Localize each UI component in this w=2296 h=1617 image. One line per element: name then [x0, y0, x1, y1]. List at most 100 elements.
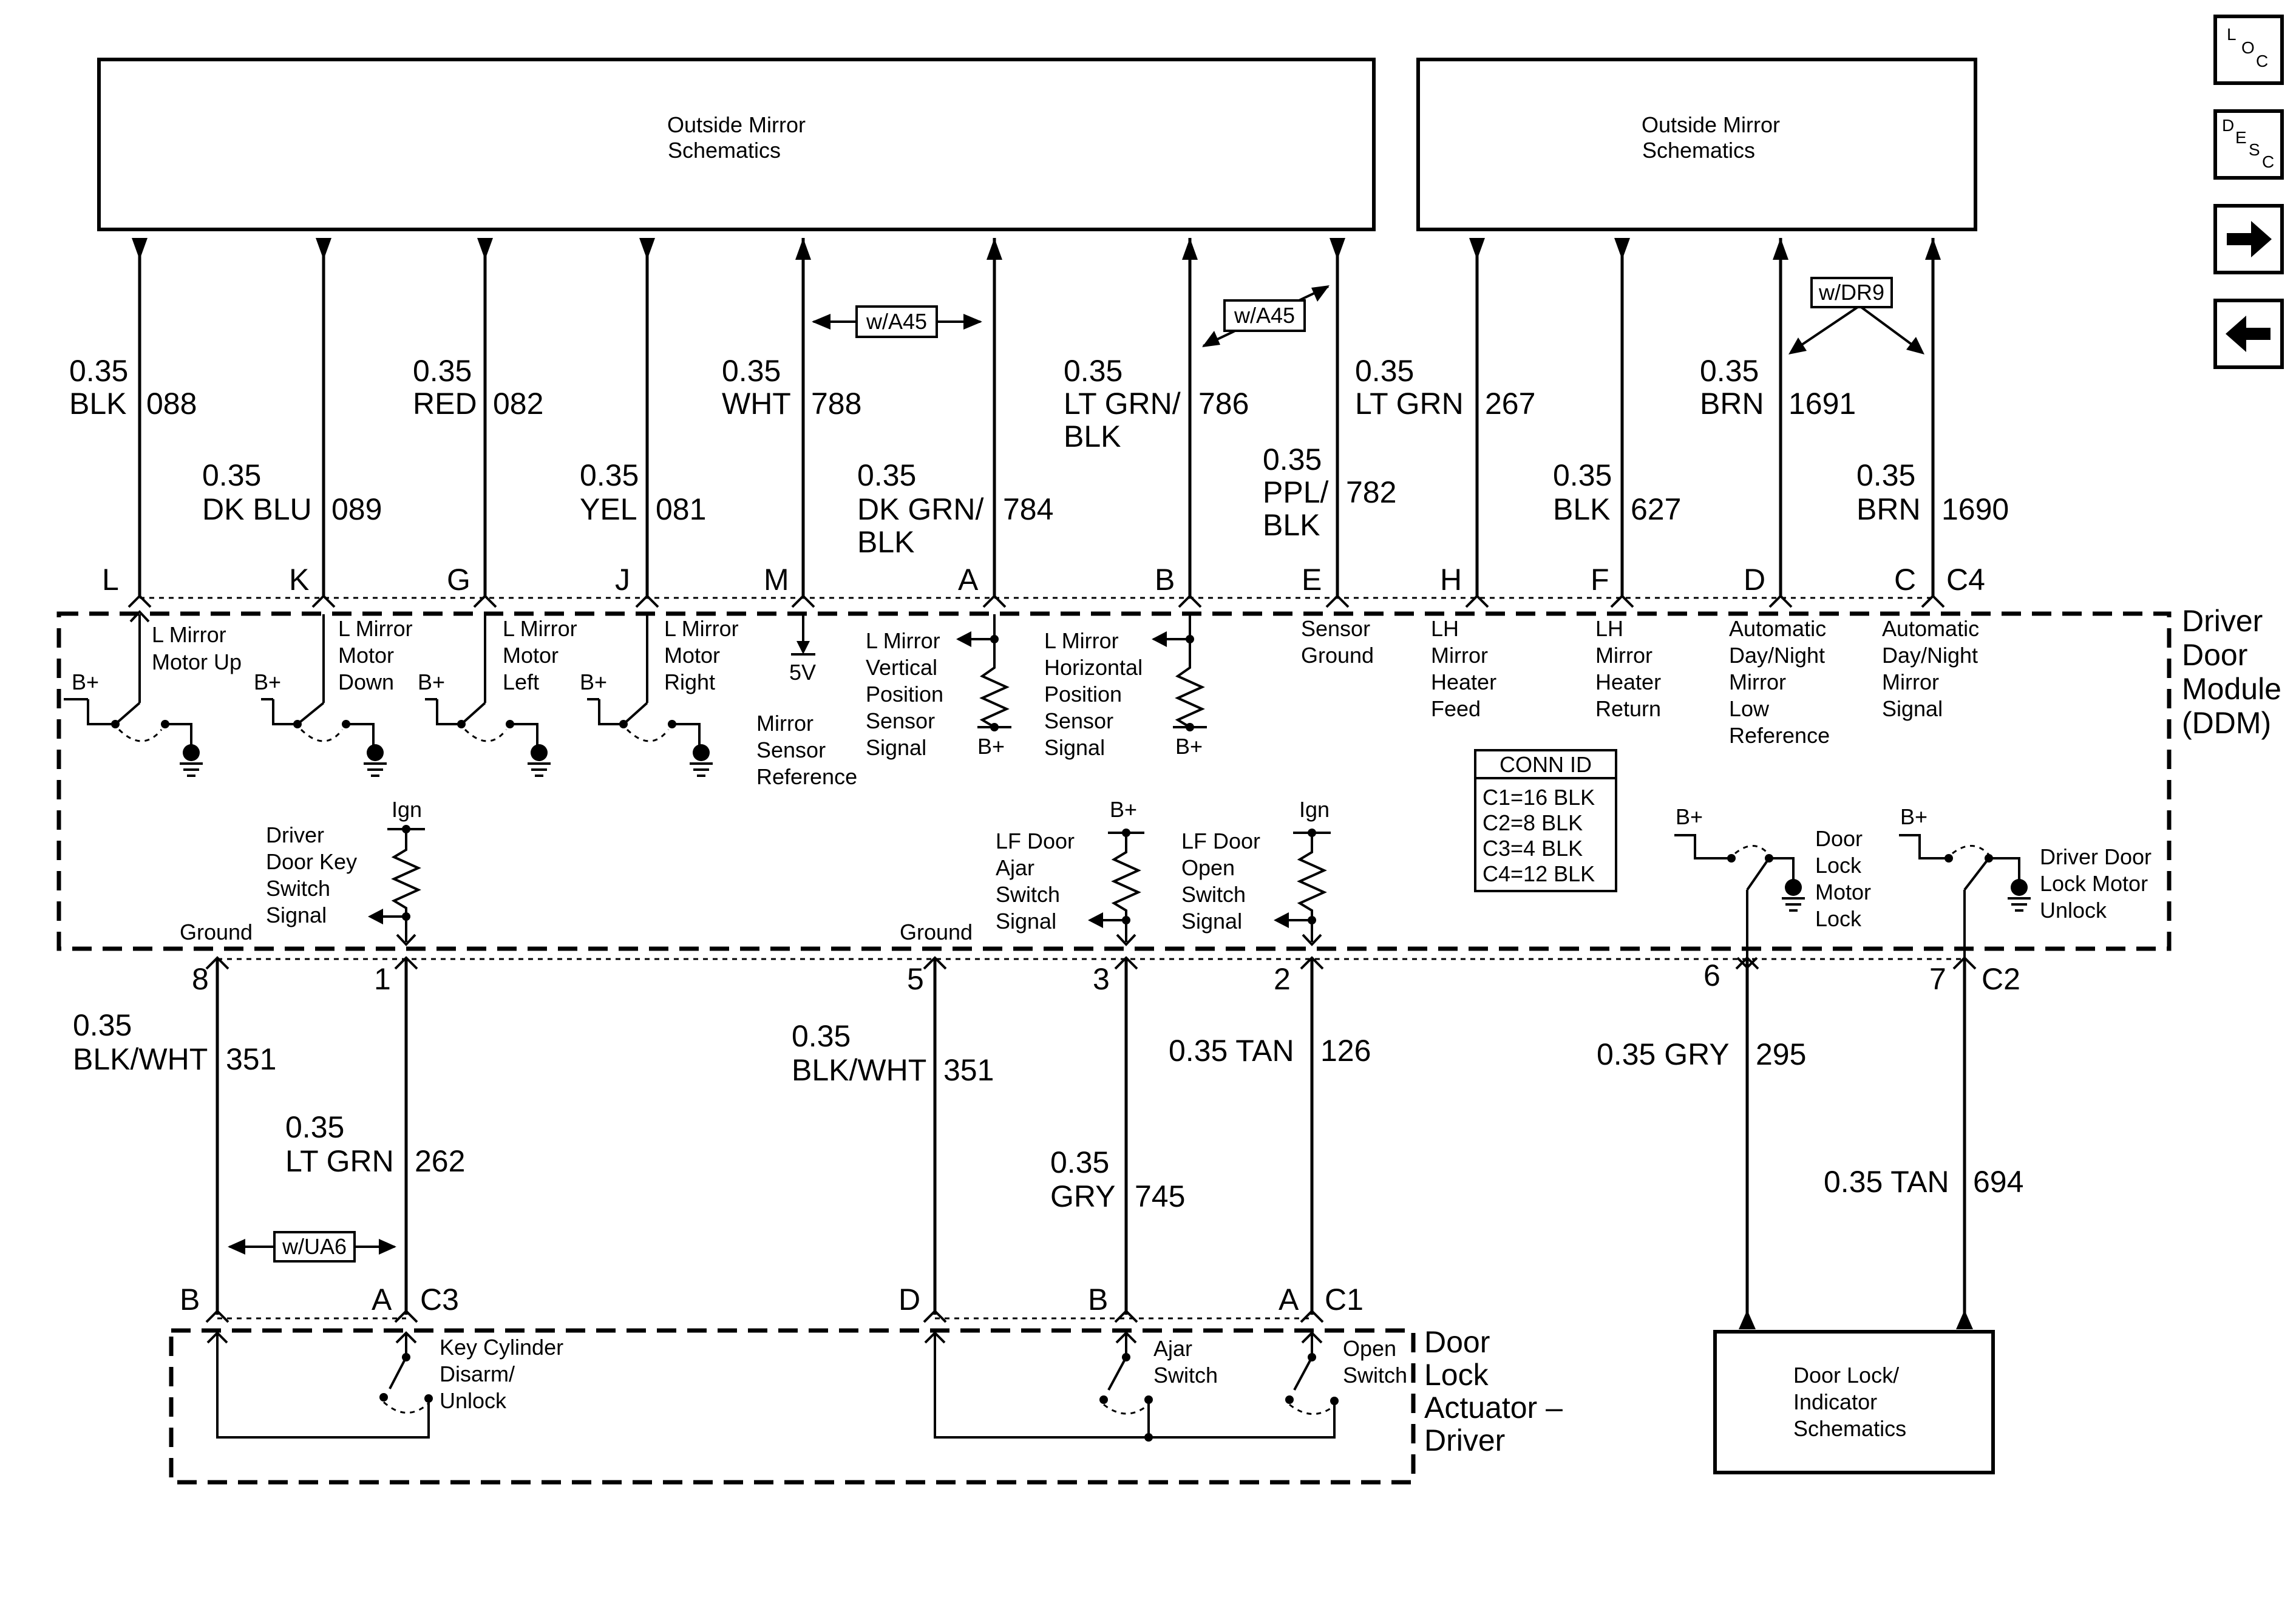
block-text: Schematics [1793, 1416, 1906, 1441]
wire-color-2: BLK [1263, 508, 1320, 542]
label-line: Signal [1181, 909, 1242, 934]
label-line: Automatic [1882, 616, 1979, 641]
bplus-label: B+ [1900, 804, 1927, 829]
wire-size: 0.35 [1553, 458, 1612, 492]
loc-letter: C [2256, 52, 2268, 70]
pin-number: 6 [1703, 958, 1720, 992]
loc-button[interactable]: L O C [2213, 15, 2284, 85]
label-line: Door [1815, 826, 1863, 851]
ddm-labels-right: Sensor Ground LH Mirror Heater Feed LH M… [1301, 616, 1979, 748]
wire-color: BLK [1553, 492, 1611, 526]
pin-letter: L [102, 563, 119, 597]
wire-color: BLK [69, 387, 127, 421]
outside-mirror-schematics-block-right[interactable]: Outside Mirror Schematics [1416, 58, 1977, 231]
door-lock-actuator-driver[interactable]: Door Lock Actuator – Driver Key Cylinder… [169, 1325, 1563, 1485]
label-line: Mirror [1729, 670, 1786, 694]
outside-mirror-schematics-block-left[interactable]: Outside Mirror Schematics [97, 58, 1376, 231]
option-tag: w/A45 [866, 309, 927, 334]
label-line: Unlock [440, 1388, 507, 1413]
label-line: Heater [1595, 670, 1661, 694]
module-name: Driver [1424, 1423, 1505, 1457]
ign-label: Ign [1299, 797, 1330, 822]
label-line: Lock [1815, 906, 1862, 931]
wire-color: WHT [722, 387, 791, 421]
next-button[interactable] [2213, 204, 2284, 274]
block-text: Indicator [1793, 1389, 1877, 1414]
module-name: Module [2182, 672, 2281, 706]
pin-letter: D [898, 1283, 920, 1317]
conn-id-row: C2=8 BLK [1483, 810, 1583, 835]
label-line: Switch [1343, 1363, 1407, 1388]
label-line: L Mirror [152, 622, 226, 647]
pin-letter: K [289, 563, 309, 597]
label-line: Door Key [266, 849, 357, 874]
bplus-label: B+ [1110, 797, 1137, 822]
wire-size: 0.35 [857, 458, 916, 492]
label-line: Automatic [1729, 616, 1826, 641]
label-line: Ground [1301, 643, 1374, 668]
desc-letter: E [2235, 128, 2247, 147]
option-w-a45-horizontal: w/A45 [812, 305, 982, 338]
label-line: Mirror [756, 711, 813, 736]
circuit-number: 627 [1631, 492, 1681, 526]
wire-color: GRY [1050, 1179, 1115, 1213]
bplus-label: B+ [1676, 804, 1703, 829]
pin-number: 5 [907, 962, 924, 996]
label-line: Left [503, 670, 539, 694]
wire-size: 0.35 [413, 354, 472, 388]
label-line: Low [1729, 696, 1770, 721]
block-text: Outside Mirror [667, 112, 806, 137]
wire-size: 0.35 [1263, 442, 1322, 476]
driver-door-module[interactable]: Driver Door Module (DDM) [56, 604, 2281, 951]
wire-size: 0.35 [1856, 458, 1915, 492]
wire-size: 0.35 [73, 1008, 132, 1042]
bplus-label: B+ [254, 670, 281, 694]
label-line: L Mirror [1044, 628, 1119, 653]
option-tag: w/A45 [1234, 303, 1295, 328]
circuit-number: 784 [1003, 492, 1053, 526]
label-line: Switch [1153, 1363, 1218, 1388]
wire-color: BRN [1700, 387, 1764, 421]
wire-size: 0.35 [69, 354, 128, 388]
wire-size-color: 0.35 TAN [1824, 1165, 1949, 1199]
circuit-number: 082 [493, 387, 543, 421]
label-line: Driver Door [2040, 844, 2152, 869]
label-line: Signal [1044, 735, 1105, 760]
pin-number: 8 [192, 962, 209, 996]
desc-button[interactable]: D E S C [2213, 109, 2284, 180]
wire-color: DK BLU [202, 492, 312, 526]
conn-id-title: CONN ID [1500, 752, 1592, 777]
label-line: L Mirror [664, 616, 739, 641]
label-line: Mirror [1431, 643, 1488, 668]
wire-color: LT GRN [285, 1144, 394, 1178]
wire-color: BLK/WHT [73, 1042, 208, 1076]
wire-color-2: BLK [1064, 419, 1121, 453]
circuit-number: 126 [1320, 1034, 1371, 1068]
wire-size: 0.35 [285, 1110, 344, 1144]
door-lock-indicator-schematics-block[interactable]: Door Lock/ Indicator Schematics [1713, 1330, 1995, 1474]
top-wires [127, 238, 1945, 608]
module-name: (DDM) [2182, 706, 2271, 740]
circuit-number: 745 [1135, 1179, 1185, 1213]
prev-button[interactable] [2213, 299, 2284, 369]
pin-letter: F [1591, 563, 1609, 597]
wire-color: LT GRN [1355, 387, 1464, 421]
label-line: Feed [1431, 696, 1481, 721]
label-line: LF Door [1181, 829, 1260, 853]
pin-letter: B [1155, 563, 1175, 597]
label-line: Position [866, 682, 943, 707]
label-line: Open [1181, 855, 1235, 880]
label-line: Heater [1431, 670, 1496, 694]
label-line: Sensor [866, 708, 935, 733]
label-line: Return [1595, 696, 1661, 721]
label-line: Unlock [2040, 898, 2107, 923]
module-name: Actuator – [1424, 1391, 1563, 1425]
label-line: Motor [664, 643, 720, 668]
label-line: Vertical [866, 655, 937, 680]
conn-id-row: C3=4 BLK [1483, 836, 1583, 861]
block-text: Schematics [668, 138, 781, 163]
option-tag: w/DR9 [1818, 280, 1884, 305]
circuit-number: 295 [1756, 1037, 1806, 1071]
label-line: Signal [866, 735, 926, 760]
ground-label: Ground [900, 920, 973, 944]
